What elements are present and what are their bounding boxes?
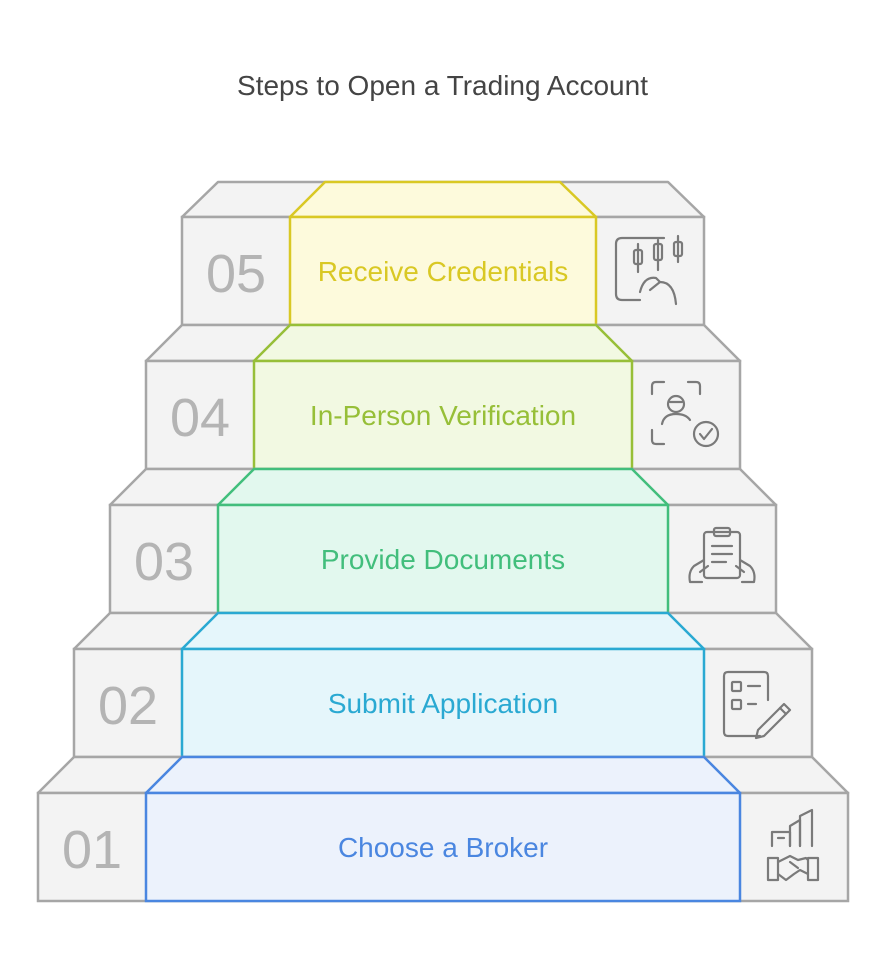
step-05-highlight-front (288, 215, 598, 327)
step-01-highlight-front (144, 791, 742, 903)
step-01-number: 01 (62, 820, 122, 880)
step-03-label: Provide Documents (321, 544, 565, 575)
step-03: 03 Provide Documents (108, 467, 778, 615)
form-pencil-icon (722, 670, 792, 740)
step-01-label: Choose a Broker (338, 832, 548, 863)
handshake-building-icon (766, 808, 820, 882)
step-03-highlight-front (216, 503, 670, 615)
step-04: 04 In-Person Verification (144, 323, 742, 471)
step-04-highlight-front (252, 359, 634, 471)
step-05-label: Receive Credentials (318, 256, 569, 287)
trading-chart-hand-icon (614, 234, 684, 306)
step-04-label: In-Person Verification (310, 400, 576, 431)
step-02-highlight-front (180, 647, 706, 759)
step-04-highlight-top (252, 323, 634, 363)
step-05: 05 Receive Credentials (180, 180, 706, 327)
page-title: Steps to Open a Trading Account (237, 70, 648, 101)
step-05-highlight-top (288, 180, 598, 219)
step-03-number: 03 (134, 532, 194, 592)
step-04-number: 04 (170, 388, 230, 448)
step-01: 01 Choose a Broker (36, 755, 850, 903)
step-03-highlight-top (216, 467, 670, 507)
face-scan-check-icon (650, 380, 720, 448)
document-hands-icon (688, 526, 756, 584)
step-02-highlight-top (180, 611, 706, 651)
step-02-label: Submit Application (328, 688, 558, 719)
step-05-number: 05 (206, 244, 266, 304)
step-01-highlight-top (144, 755, 742, 795)
step-02: 02 Submit Application (72, 611, 814, 759)
step-02-number: 02 (98, 676, 158, 736)
